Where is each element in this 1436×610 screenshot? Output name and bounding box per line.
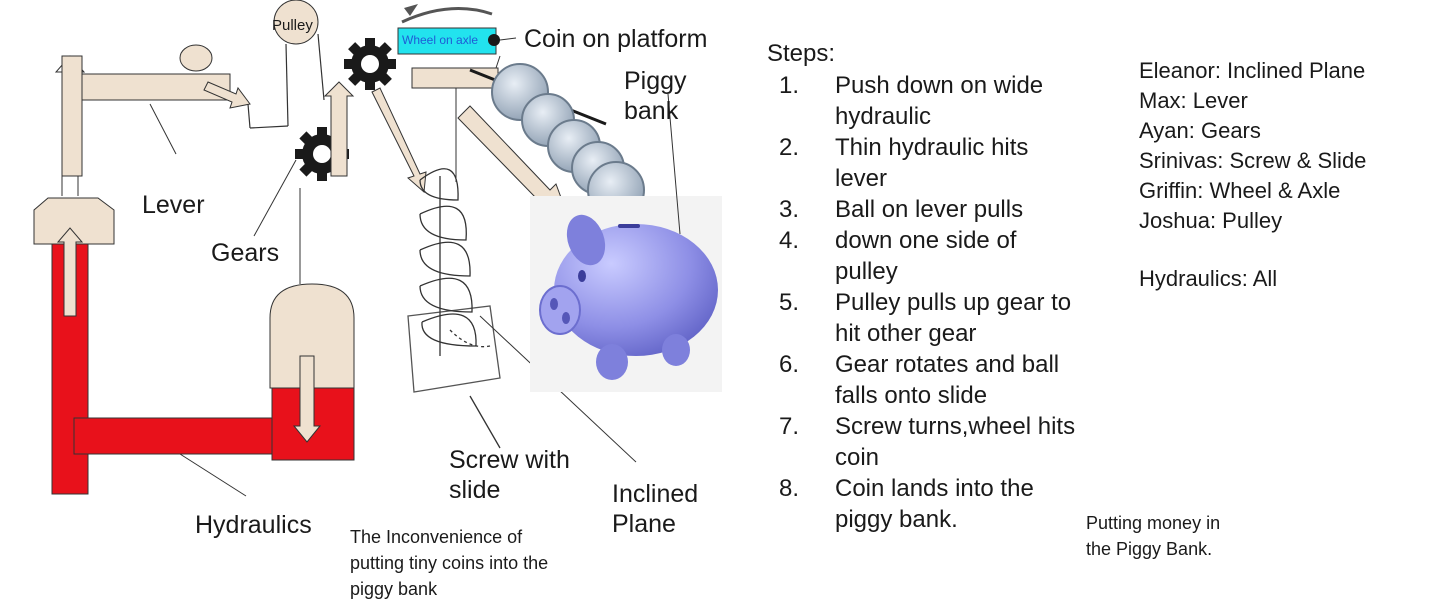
step-text: Gear rotates and ball falls onto slide: [835, 351, 1060, 409]
gears: [253, 38, 427, 284]
step-number: 2.: [779, 134, 800, 161]
step-number: 5.: [779, 289, 800, 316]
step-number: 6.: [779, 351, 800, 378]
step-text: Ball on lever pulls: [835, 196, 1024, 223]
step-item: 5. Pulley pulls up gear to hit other gear: [779, 287, 1085, 349]
step-text: Coin lands into the piggy bank.: [835, 475, 1034, 533]
step-text: Pulley pulls up gear to hit other gear: [835, 289, 1072, 347]
steps-list: 1. Push down on wide hydraulic 2. Thin hyd…: [779, 70, 1085, 535]
step-text: Thin hydraulic hits lever: [835, 134, 1029, 192]
step-item: 1. Push down on wide hydraulic: [779, 70, 1085, 132]
piggy-bank-caption: Putting money in the Piggy Bank.: [1086, 513, 1221, 559]
piggy-bank-label: Piggy bank: [624, 67, 687, 125]
pulley-label: Pulley: [272, 17, 313, 34]
role-item: Eleanor: Inclined Plane: [1139, 58, 1366, 83]
lever-label: Lever: [142, 191, 205, 219]
coin-on-platform-label: Coin on platform: [524, 25, 708, 53]
role-item: Max: Lever: [1139, 88, 1248, 113]
hydraulics-label: Hydraulics: [195, 511, 312, 539]
step-item: 6. Gear rotates and ball falls onto slide: [779, 349, 1085, 411]
hydraulics-all-role: Hydraulics: All: [1139, 266, 1278, 291]
step-item: 7. Screw turns,wheel hits coin: [779, 411, 1085, 473]
step-item: 4. down one side of pulley: [779, 225, 1085, 287]
inclined-plane-label: Inclined Plane: [612, 480, 699, 538]
step-number: 7.: [779, 413, 800, 440]
wheel-on-axle-label: Wheel on axle: [402, 33, 479, 47]
piggy-leg: [596, 344, 628, 380]
hydraulic-up-arrow: [56, 227, 84, 317]
axle-dot: [488, 34, 500, 46]
step-number: 4.: [779, 227, 800, 254]
step-number: 3.: [779, 196, 800, 223]
gear-up-arrow: [323, 81, 355, 177]
coin-platform: [411, 67, 499, 89]
hydraulics-system: [33, 55, 355, 495]
step-number: 8.: [779, 475, 800, 502]
roles-list: Eleanor: Inclined Plane Max: Lever Ayan:…: [1139, 56, 1366, 236]
step-number: 1.: [779, 72, 800, 99]
gear-to-screw-arrow: [371, 87, 427, 194]
piggy-bank: [530, 93, 722, 392]
lever-arrow: [203, 81, 251, 109]
role-item: Ayan: Gears: [1139, 118, 1261, 143]
diagram-caption: The Inconvenience of putting tiny coins …: [350, 527, 549, 599]
piggy-snout: [539, 285, 581, 335]
wide-hydraulic-piston: [269, 283, 355, 389]
step-item: 3. Ball on lever pulls: [779, 194, 1085, 225]
step-text: Push down on wide hydraulic: [835, 72, 1044, 130]
screw-with-slide: [407, 168, 501, 449]
lever: [61, 44, 251, 177]
lever-top-block: [61, 55, 83, 177]
step-item: 8. Coin lands into the piggy bank.: [779, 473, 1085, 535]
step-text: Screw turns,wheel hits coin: [835, 413, 1076, 471]
role-item: Srinivas: Screw & Slide: [1139, 148, 1367, 173]
piggy-coin-slot: [618, 224, 640, 228]
screw-with-slide-label: Screw with slide: [449, 446, 570, 504]
step-text: down one side of pulley: [835, 227, 1017, 285]
lever-ball: [179, 44, 213, 72]
hydraulic-horizontal-pipe: [73, 417, 285, 455]
pulley: [247, 0, 325, 129]
step-item: 2. Thin hydraulic hits lever: [779, 132, 1085, 194]
upper-gear: [344, 38, 396, 90]
role-item: Griffin: Wheel & Axle: [1139, 178, 1341, 203]
gears-label: Gears: [211, 239, 280, 267]
steps-title: Steps:: [767, 40, 836, 67]
piggy-leg: [662, 334, 690, 366]
piggy-ear: [566, 214, 606, 266]
piggy-eye: [578, 270, 586, 282]
hydraulic-down-arrow: [292, 355, 322, 443]
narrow-hydraulic-piston: [33, 197, 115, 245]
pulley-wheel: [273, 0, 319, 45]
role-item: Joshua: Pulley: [1139, 208, 1283, 233]
